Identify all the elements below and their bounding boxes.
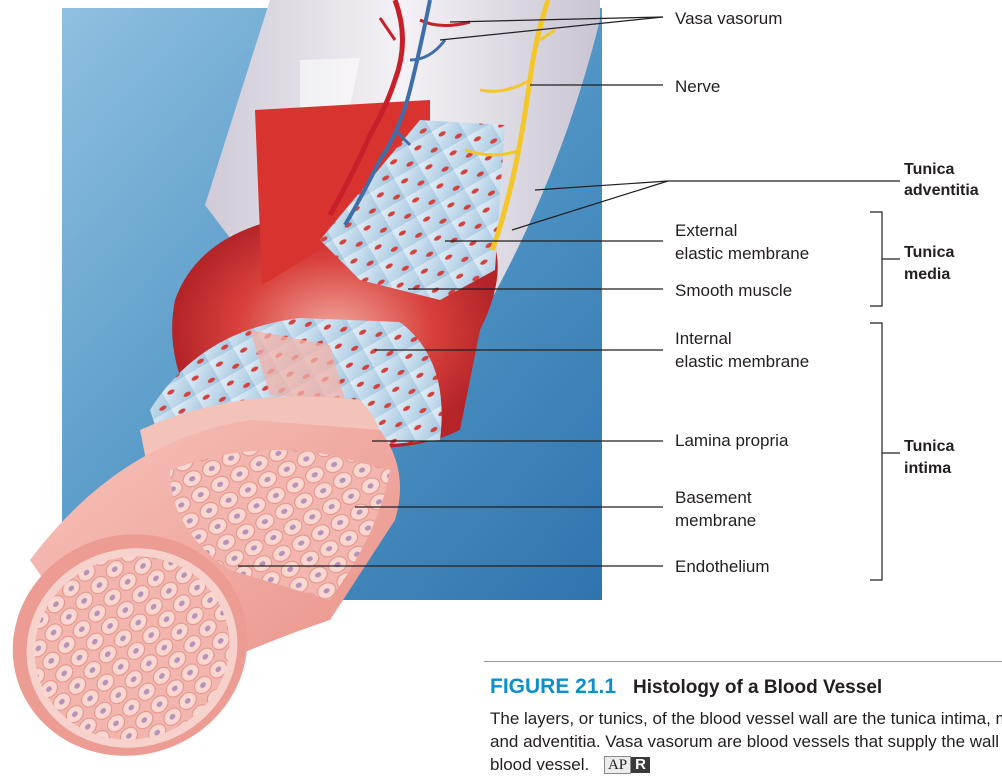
group-media-1: Tunica (904, 243, 954, 263)
label-external-elastic-1: External (675, 220, 737, 241)
label-external-elastic-2: elastic membrane (675, 243, 809, 264)
group-intima-1: Tunica (904, 437, 954, 457)
label-internal-elastic-1: Internal (675, 328, 732, 349)
group-media-2: media (904, 265, 950, 285)
figure-number: FIGURE 21.1 (490, 675, 616, 699)
caption-divider (484, 661, 1002, 662)
label-nerve: Nerve (675, 76, 720, 97)
group-intima-2: intima (904, 459, 951, 479)
r-badge[interactable]: R (631, 757, 650, 773)
label-basement-2: membrane (675, 510, 756, 531)
caption-body: The layers, or tunics, of the blood vess… (490, 709, 1002, 774)
label-vasa-vasorum: Vasa vasorum (675, 8, 782, 29)
label-endothelium: Endothelium (675, 556, 770, 577)
label-internal-elastic-2: elastic membrane (675, 351, 809, 372)
group-brackets (870, 212, 900, 580)
figure-title: Histology of a Blood Vessel (633, 677, 882, 699)
label-basement-1: Basement (675, 487, 752, 508)
caption-text: The layers, or tunics, of the blood vess… (490, 707, 1002, 776)
label-smooth-muscle: Smooth muscle (675, 280, 792, 301)
ap-badge[interactable]: AP (604, 756, 631, 774)
group-adventitia-2: adventitia (904, 181, 979, 201)
label-lamina-propria: Lamina propria (675, 430, 788, 451)
group-adventitia-1: Tunica (904, 160, 954, 180)
